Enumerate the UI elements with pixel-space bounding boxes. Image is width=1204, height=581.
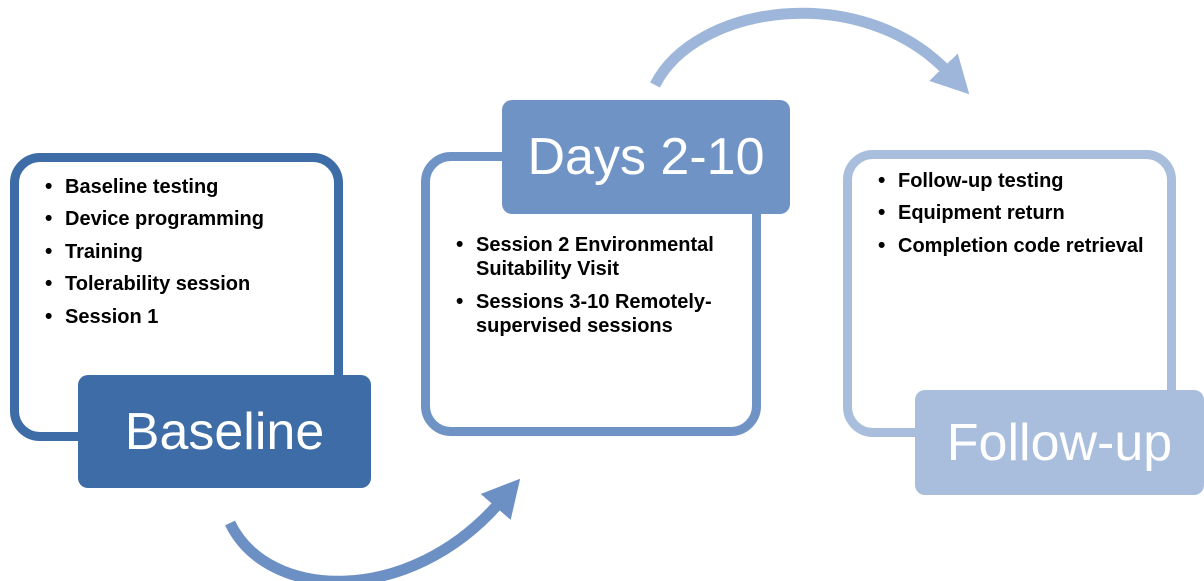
bullet-item: Baseline testing: [45, 174, 322, 200]
followup-bullet-list: Follow-up testing Equipment return Compl…: [852, 159, 1167, 259]
followup-title: Follow-up: [946, 413, 1173, 472]
bullet-item: Follow-up testing: [878, 168, 1157, 194]
baseline-title: Baseline: [124, 402, 325, 461]
bullet-item: Tolerability session: [45, 271, 322, 297]
baseline-bullet-list: Baseline testing Device programming Trai…: [19, 162, 334, 330]
bullet-item: Device programming: [45, 206, 322, 232]
days2-10-title: Days 2-10: [527, 128, 765, 186]
bullet-item: Completion code retrieval: [878, 233, 1157, 259]
bullet-item: Session 2 Environmental Suitability Visi…: [456, 232, 740, 282]
followup-title-box: Follow-up: [915, 390, 1204, 495]
baseline-title-box: Baseline: [78, 375, 371, 488]
bullet-item: Sessions 3-10 Remotely-supervised sessio…: [456, 289, 740, 339]
arrow-baseline-to-days2-10: [225, 478, 521, 581]
bullet-item: Equipment return: [878, 200, 1157, 226]
bullet-item: Session 1: [45, 304, 322, 330]
followup-content-box: Follow-up testing Equipment return Compl…: [843, 150, 1176, 437]
arrow-days2-10-to-followup: [650, 7, 970, 95]
bullet-item: Training: [45, 239, 322, 265]
days2-10-title-box: Days 2-10: [502, 100, 790, 214]
days2-10-bullet-list: Session 2 Environmental Suitability Visi…: [430, 161, 752, 339]
